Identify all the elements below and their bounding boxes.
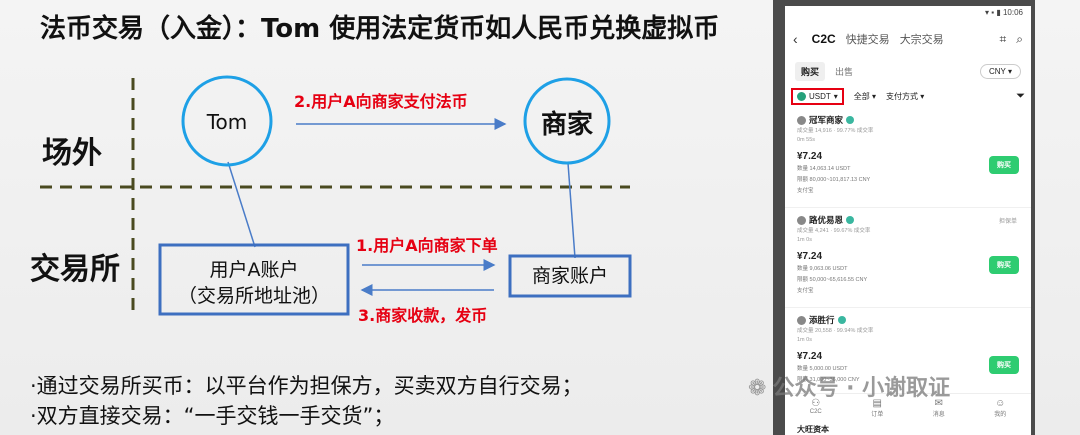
user-account-line2: （交易所地址池） — [177, 285, 330, 307]
bullet-1: ·通过交易所买币：以平台作为担保方，买卖双方自行交易； — [30, 374, 583, 398]
top-nav: ‹ C2C 快捷交易 大宗交易 ⌗ ⌕ — [785, 20, 1031, 58]
flow-diagram — [40, 75, 632, 316]
merchant-time: 1m 0s — [797, 337, 812, 343]
verified-icon — [837, 316, 846, 324]
watermark-text: 公众号 · 小谢取证 — [772, 376, 951, 401]
avatar — [797, 115, 806, 125]
merchant-price: ¥7.24 — [797, 351, 823, 362]
people-icon: ⚇ — [811, 398, 821, 409]
merchant-stats: 成交量 4,241 · 99.67% 成交率 — [797, 228, 871, 234]
watermark: ❁公众号 · 小谢取证 — [748, 370, 950, 402]
zone-outside-label: 场外 — [42, 136, 102, 171]
merchant-price: ¥7.24 — [797, 251, 823, 262]
buy-button[interactable]: 购买 — [989, 156, 1019, 174]
status-time: 10:06 — [1002, 8, 1023, 17]
merchant-name-row: 添胜行 — [797, 314, 1021, 326]
amount-value: 全部 — [853, 91, 870, 101]
merchant-limit: 限额 50,000~65,616.55 CNY — [797, 277, 868, 283]
status-bar: ▾ ▪ ▮ 10:06 — [985, 8, 1023, 17]
guarantee-tag: 担保单 — [998, 219, 1017, 225]
search-icon[interactable]: ⌕ — [1016, 31, 1023, 46]
bottom-nav-label: 订单 — [871, 412, 884, 418]
user-account-box — [158, 243, 350, 316]
tab-quick-trade[interactable]: 快捷交易 — [845, 34, 890, 46]
wechat-icon: ❁ — [748, 376, 767, 401]
merchant-name-row: 冠军商家 — [797, 114, 1021, 126]
merchant-stats: 成交量 20,558 · 99.94% 成交率 — [797, 328, 874, 334]
bottom-nav: ⚇C2C ▤ 订单 ✉ 消息 ☺ 我的 — [785, 393, 1031, 425]
step3-label: 3.商家收款，发币 — [358, 306, 488, 325]
tab-sell[interactable]: 出售 — [835, 66, 854, 77]
tom-to-account-line — [227, 161, 256, 248]
amount-filter[interactable]: 全部 ▾ — [853, 91, 877, 101]
merchant-to-account-line — [567, 162, 576, 259]
coin-value: USDT — [809, 91, 831, 101]
bullet-2: ·双方直接交易：“一手交钱一手交货”； — [30, 404, 395, 428]
user-icon: ☺ — [995, 398, 1006, 409]
coin-select[interactable]: USDT ▾ — [791, 87, 844, 105]
bottom-nav-messages[interactable]: ✉ 消息 — [933, 394, 945, 425]
merchant-stats: 成交量 14,916 · 99.77% 成交率 — [797, 128, 874, 134]
bottom-nav-c2c[interactable]: ⚇C2C — [810, 394, 822, 425]
avatar — [797, 315, 806, 325]
merchant-qty: 数量 9,063.06 USDT — [797, 266, 848, 272]
verified-icon — [846, 216, 855, 224]
tab-block-trade[interactable]: 大宗交易 — [899, 34, 944, 46]
orders-icon: ▤ — [872, 398, 882, 409]
merchant-time: 0m 55s — [797, 137, 816, 143]
merchant-qty: 数量 14,063.14 USDT — [797, 166, 851, 172]
slide-title: 法币交易（入金）：Tom 使用法定货币如人民币兑换虚拟币 — [40, 14, 720, 44]
merchant-name: 添胜行 — [809, 315, 835, 325]
merchant-limit: 限额 80,000~101,817.13 CNY — [797, 177, 871, 183]
merchant-pay: 支付宝 — [797, 188, 814, 194]
zone-exchange-label: 交易所 — [30, 252, 120, 287]
merchant-account-label: 商家账户 — [531, 265, 608, 287]
last-merchant-name: 大旺资本 — [797, 425, 829, 434]
currency-value: CNY — [989, 66, 1006, 76]
bottom-nav-label: 消息 — [932, 412, 945, 418]
merchant-account-box — [508, 254, 632, 298]
user-account-label: 用户A账户 （交易所地址池） — [163, 257, 345, 309]
buy-button[interactable]: 购买 — [989, 356, 1019, 374]
filter-row: USDT ▾ 全部 ▾ 支付方式 ▾ ⏷ — [785, 84, 1031, 108]
merchant-card[interactable]: 担保单 路优易恩 成交量 4,241 · 99.67% 成交率 1m 0s ¥7… — [785, 208, 1031, 308]
merchant-time: 1m 0s — [797, 237, 812, 243]
user-account-line1: 用户A账户 — [209, 259, 299, 281]
merchant-circle — [523, 77, 611, 165]
merchant-card[interactable]: 冠军商家 成交量 14,916 · 99.77% 成交率 0m 55s ¥7.2… — [785, 108, 1031, 208]
usdt-icon — [797, 91, 806, 101]
back-icon[interactable]: ‹ — [793, 31, 798, 47]
merchant-name-row: 路优易恩 — [797, 214, 1021, 226]
currency-select[interactable]: CNY ▾ — [980, 63, 1021, 79]
tom-label: Tom — [206, 110, 248, 134]
filter-icon[interactable]: ⏷ — [1016, 89, 1025, 102]
bottom-nav-label: C2C — [809, 409, 822, 415]
payment-filter[interactable]: 支付方式 ▾ — [886, 91, 925, 101]
merchant-pay: 支付宝 — [797, 288, 814, 294]
merchant-name: 路优易恩 — [809, 215, 844, 225]
merchant-price: ¥7.24 — [797, 151, 823, 162]
tab-c2c[interactable]: C2C — [811, 32, 836, 46]
bottom-nav-label: 我的 — [994, 412, 1007, 418]
scan-icon[interactable]: ⌗ — [999, 31, 1007, 46]
merchant-qty: 数量 5,000.00 USDT — [797, 366, 848, 372]
avatar — [797, 215, 806, 225]
merchant-label: 商家 — [540, 110, 593, 140]
phone-screen: ▾ ▪ ▮ 10:06 ‹ C2C 快捷交易 大宗交易 ⌗ ⌕ 购买 出售 CN… — [785, 6, 1031, 435]
merchant-limit: 限额 31,000~36,000 CNY — [797, 377, 860, 383]
buy-button[interactable]: 购买 — [989, 256, 1019, 274]
tom-circle — [181, 75, 273, 167]
step1-label: 1.用户A向商家下单 — [356, 236, 498, 255]
message-icon: ✉ — [934, 398, 943, 409]
bottom-nav-me[interactable]: ☺ 我的 — [994, 394, 1006, 425]
bottom-nav-orders[interactable]: ▤ 订单 — [871, 394, 883, 425]
payment-value: 支付方式 — [886, 91, 919, 101]
tab-buy[interactable]: 购买 — [795, 61, 826, 81]
verified-icon — [846, 116, 855, 124]
buy-sell-row: 购买 出售 CNY ▾ — [785, 58, 1031, 84]
merchant-name: 冠军商家 — [809, 115, 844, 125]
step2-label: 2.用户A向商家支付法币 — [294, 92, 468, 111]
